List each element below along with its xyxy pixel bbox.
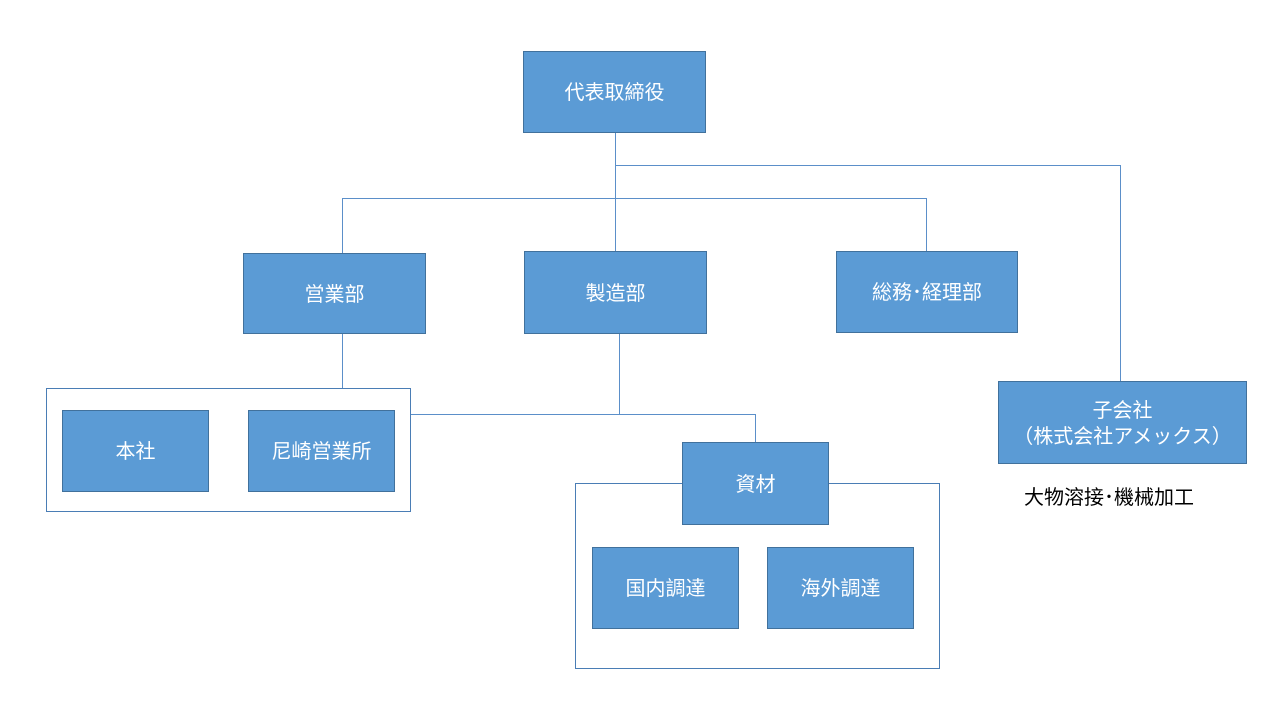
connector-to-materials: [755, 414, 756, 442]
admin-accounting-department-box: 総務･経理部: [836, 251, 1018, 333]
connector-departments-bar: [342, 198, 927, 199]
sales-department-box: 営業部: [243, 253, 426, 334]
connector-subsidiary-bar: [615, 165, 1121, 166]
connector-to-sales: [342, 198, 343, 253]
manufacturing-department-label: 製造部: [585, 280, 646, 305]
manufacturing-department-box: 製造部: [524, 251, 707, 334]
connector-manufacturing-down: [619, 334, 620, 414]
subsidiary-company-name: （株式会社アメックス）: [1013, 423, 1232, 448]
domestic-procurement-label: 国内調達: [625, 576, 706, 600]
domestic-procurement-box: 国内調達: [592, 547, 739, 629]
sales-department-label: 営業部: [304, 281, 365, 306]
ceo-box: 代表取締役: [523, 51, 706, 133]
connector-sales-to-units: [342, 334, 343, 388]
connector-ceo-trunk: [615, 133, 616, 251]
connector-to-admin: [926, 198, 927, 253]
ceo-label: 代表取締役: [564, 80, 665, 104]
materials-label: 資材: [735, 471, 776, 496]
amagasaki-office-label: 尼崎営業所: [271, 439, 372, 463]
overseas-procurement-label: 海外調達: [800, 576, 881, 600]
subsidiary-title: 子会社: [1092, 397, 1153, 422]
admin-accounting-department-label: 総務･経理部: [872, 280, 982, 304]
materials-box: 資材: [682, 442, 829, 525]
connector-to-subsidiary: [1120, 165, 1121, 381]
subsidiary-box: 子会社 （株式会社アメックス）: [998, 381, 1247, 464]
overseas-procurement-box: 海外調達: [767, 547, 914, 629]
head-office-label: 本社: [115, 439, 156, 463]
connector-units-materials-bar: [410, 414, 756, 415]
subsidiary-business-caption: 大物溶接･機械加工: [1024, 485, 1194, 509]
head-office-box: 本社: [62, 410, 209, 492]
amagasaki-office-box: 尼崎営業所: [248, 410, 395, 492]
